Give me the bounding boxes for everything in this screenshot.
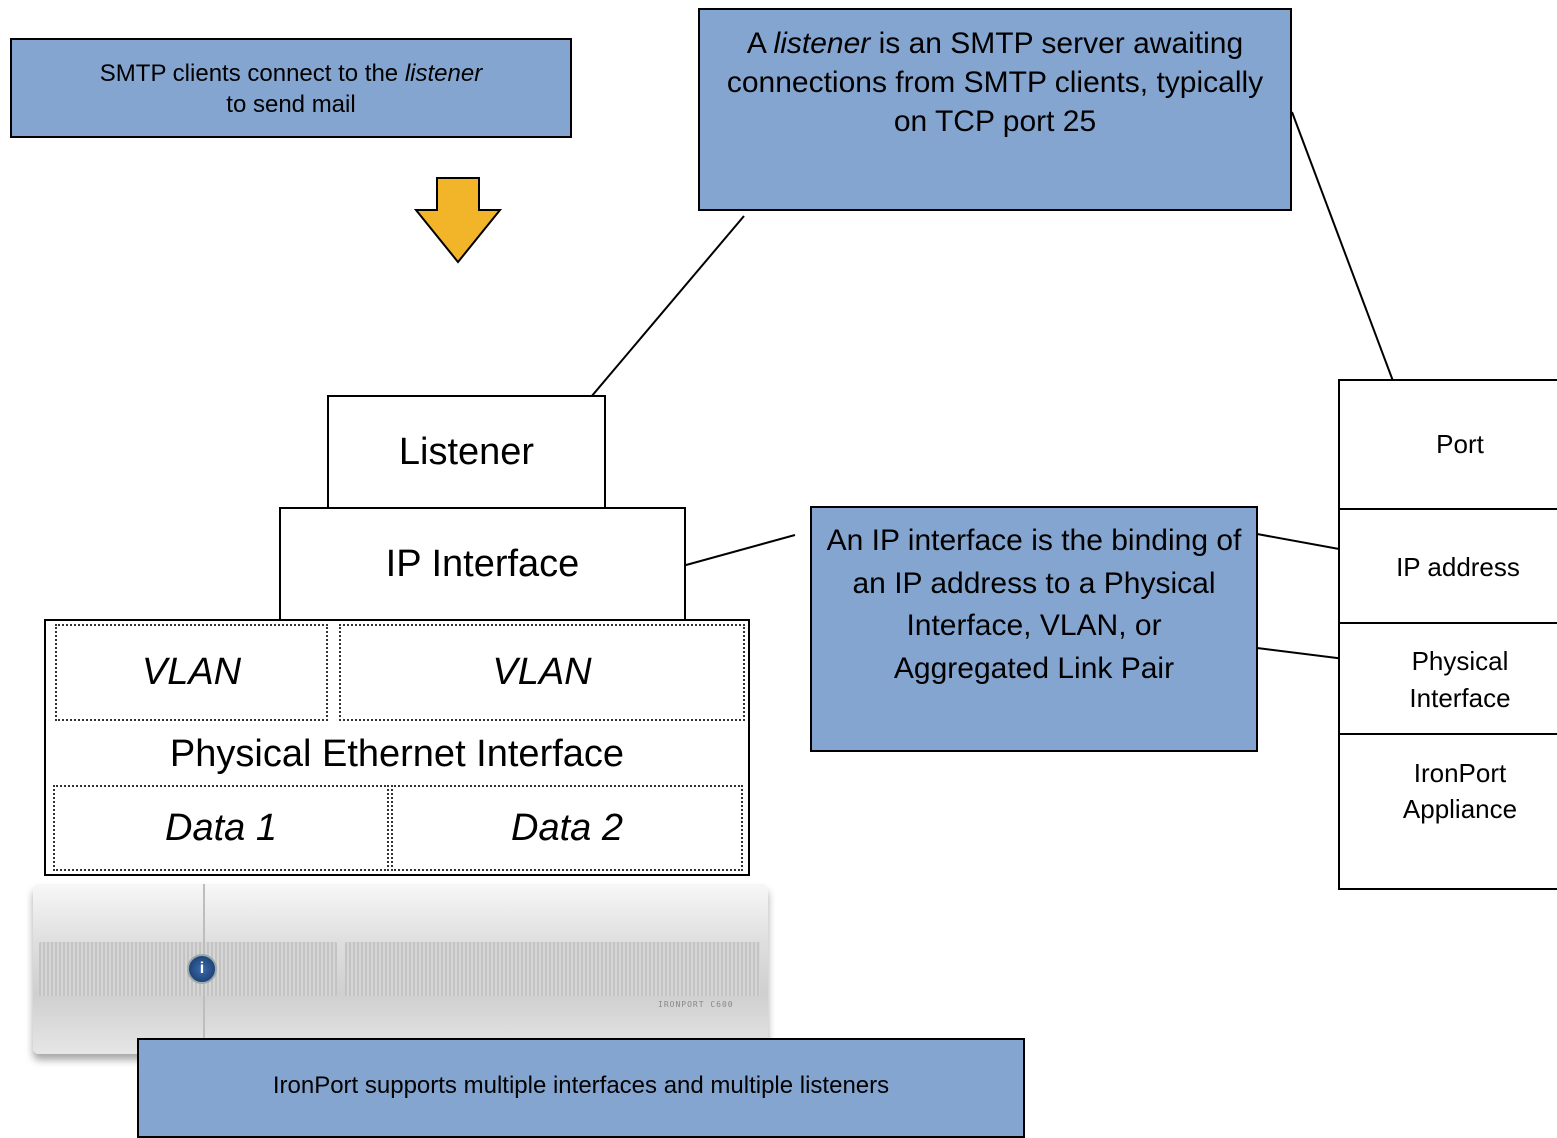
- physical-interface-cell: Physical Interface: [1340, 622, 1557, 735]
- listener-definition-callout: A listener is an SMTP server awaiting co…: [698, 8, 1292, 211]
- physical-ethernet-box: VLAN VLAN Physical Ethernet Interface Da…: [44, 619, 750, 876]
- listener-emphasis: listener: [773, 27, 871, 60]
- ironport-appliance-cell: IronPort Appliance: [1340, 733, 1557, 912]
- down-arrow-icon: [413, 177, 503, 264]
- ironport-logo-icon: i: [187, 954, 217, 984]
- listener-to-port-arrow: [1291, 111, 1403, 406]
- ip-address-cell: IP address: [1340, 508, 1557, 624]
- listener-emphasis: listener: [404, 60, 483, 87]
- listener-box: Listener: [327, 395, 606, 510]
- vlan-box-2: VLAN: [339, 624, 745, 721]
- vlan-box-1: VLAN: [55, 624, 328, 721]
- right-stack: Port IP address Physical Interface IronP…: [1338, 379, 1557, 890]
- appliance-grille-right: [345, 942, 760, 996]
- data-port-1: Data 1: [53, 785, 389, 871]
- ip-interface-definition-callout: An IP interface is the binding of an IP …: [810, 506, 1258, 752]
- smtp-clients-callout: SMTP clients connect to the listener to …: [10, 38, 572, 138]
- port-cell: Port: [1436, 429, 1484, 460]
- ip-interface-box: IP Interface: [279, 507, 686, 622]
- data-port-2: Data 2: [391, 785, 743, 871]
- ironport-support-callout: IronPort supports multiple interfaces an…: [137, 1038, 1025, 1138]
- listener-callout-line: [579, 215, 745, 411]
- physical-ethernet-label: Physical Ethernet Interface: [169, 733, 625, 775]
- ironport-appliance-image: i IRONPORT C600: [33, 884, 768, 1054]
- appliance-model-label: IRONPORT C600: [658, 1000, 734, 1009]
